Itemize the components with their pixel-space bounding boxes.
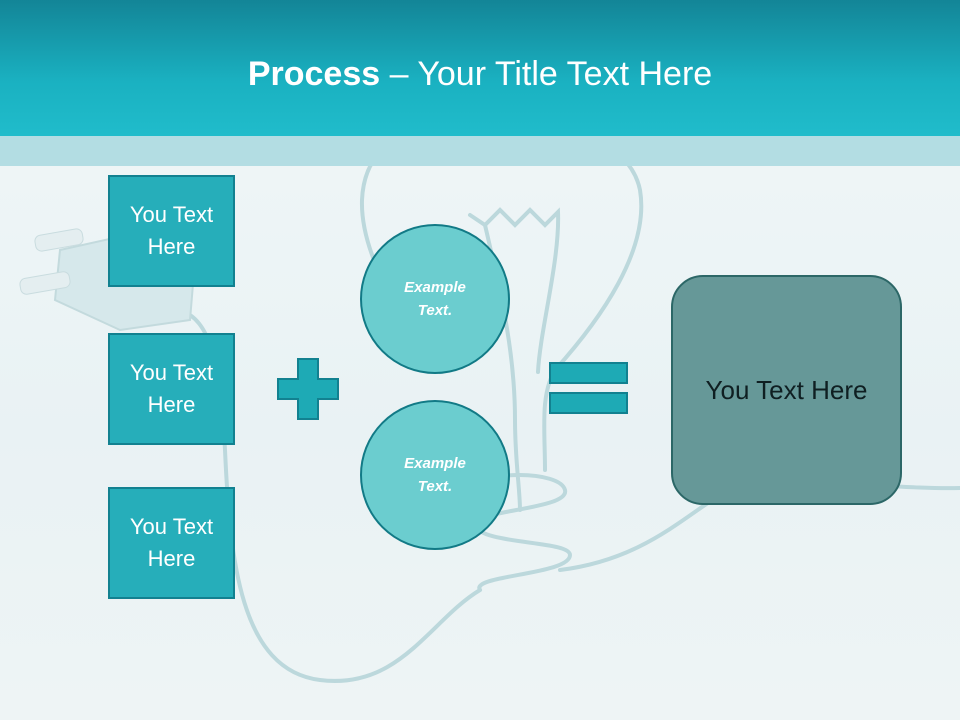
input-box-2[interactable]: You Text Here	[108, 333, 235, 445]
title-dash: –	[380, 55, 418, 93]
title-bar	[0, 0, 960, 136]
input-box-label: You Text Here	[129, 514, 214, 571]
circle-label: Example Text.	[404, 279, 466, 319]
example-circle-1[interactable]: Example Text.	[360, 224, 510, 374]
plus-icon	[277, 358, 339, 420]
equals-icon	[549, 362, 628, 414]
result-box[interactable]: You Text Here	[671, 275, 902, 505]
title-bold: Process	[247, 55, 381, 93]
result-label: You Text Here	[705, 374, 868, 405]
title-band	[0, 136, 960, 166]
circle-label: Example Text.	[404, 455, 466, 495]
example-circle-2[interactable]: Example Text.	[360, 400, 510, 550]
input-box-label: You Text Here	[129, 202, 214, 259]
input-box-3[interactable]: You Text Here	[108, 487, 235, 599]
title-rest: Your Title Text Here	[417, 55, 713, 93]
input-box-label: You Text Here	[129, 360, 214, 417]
input-box-1[interactable]: You Text Here	[108, 175, 235, 287]
page-title: Process – Your Title Text Here	[0, 52, 960, 96]
